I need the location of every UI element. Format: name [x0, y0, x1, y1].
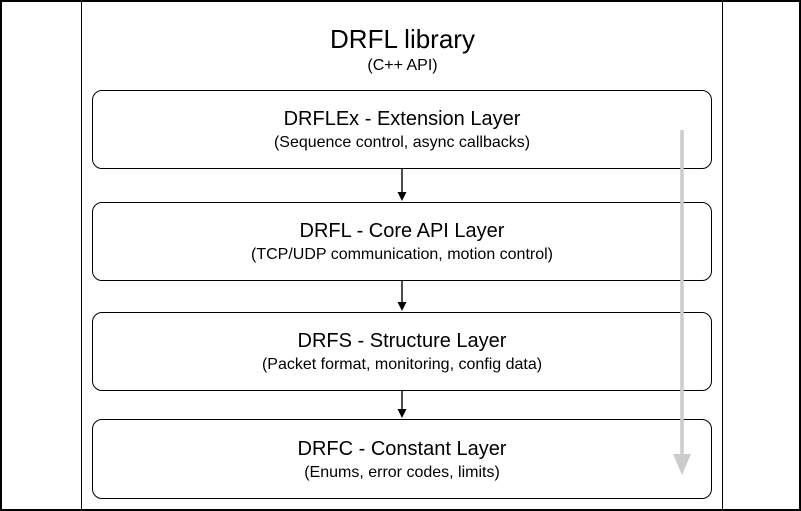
- right-column-divider: [722, 2, 723, 509]
- layer-subtitle: (TCP/UDP communication, motion control): [250, 246, 554, 263]
- layer-box-drflex: DRFLEx - Extension Layer (Sequence contr…: [92, 90, 712, 169]
- layer-subtitle: (Sequence control, async callbacks): [273, 134, 531, 151]
- layer-title: DRFC - Constant Layer: [297, 437, 507, 460]
- diagram-subtitle: (C++ API): [367, 57, 438, 74]
- layer-title: DRFS - Structure Layer: [297, 330, 507, 352]
- left-column-divider: [81, 2, 82, 509]
- flow-arrow-3-icon: [397, 391, 407, 418]
- layer-title: DRFLEx - Extension Layer: [283, 108, 521, 130]
- layer-box-drfs: DRFS - Structure Layer (Packet format, m…: [92, 312, 712, 391]
- diagram-title: DRFL library: [330, 24, 475, 54]
- layer-subtitle: (Packet format, monitoring, config data): [261, 356, 543, 373]
- layer-title: DRFL - Core API Layer: [299, 220, 505, 242]
- layer-box-drfc: DRFC - Constant Layer (Enums, error code…: [92, 419, 712, 499]
- layer-box-drfl: DRFL - Core API Layer (TCP/UDP communica…: [92, 202, 712, 281]
- layer-subtitle: (Enums, error codes, limits): [304, 463, 500, 481]
- flow-arrow-2-icon: [397, 281, 407, 311]
- flow-arrow-1-icon: [397, 169, 407, 201]
- diagram-header: DRFL library (C++ API): [82, 23, 723, 76]
